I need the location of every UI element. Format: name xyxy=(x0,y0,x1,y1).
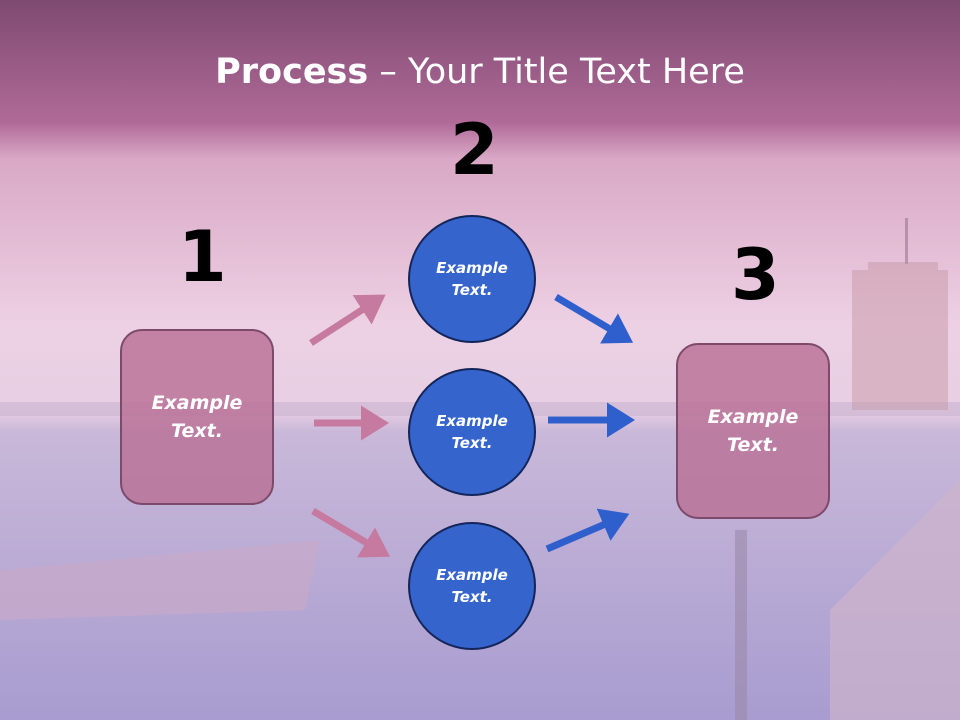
circle-bottom-line2: Text. xyxy=(451,588,493,606)
step-number-2: 2 xyxy=(450,109,499,191)
circle-middle-line2: Text. xyxy=(451,434,493,452)
step1-box-line2: Text. xyxy=(171,420,223,442)
circle-top-line1: Example xyxy=(436,258,508,277)
step2-circle-middle: Example Text. xyxy=(408,368,536,496)
circle-middle-line1: Example xyxy=(436,411,508,430)
title-rest: – Your Title Text Here xyxy=(368,52,745,92)
step-number-3: 3 xyxy=(731,234,780,316)
step2-circle-top: Example Text. xyxy=(408,215,536,343)
step3-box: Example Text. xyxy=(676,343,830,519)
slide-title: Process – Your Title Text Here xyxy=(0,52,960,92)
step-number-1: 1 xyxy=(178,216,227,298)
white-tower xyxy=(852,218,948,410)
circle-top-line2: Text. xyxy=(451,281,493,299)
step3-box-line2: Text. xyxy=(727,434,779,456)
step1-box-line1: Example xyxy=(151,391,243,414)
step1-box: Example Text. xyxy=(120,329,274,505)
title-bold: Process xyxy=(215,52,369,92)
boat xyxy=(0,540,320,620)
step2-circle-bottom: Example Text. xyxy=(408,522,536,650)
pier xyxy=(830,480,960,720)
circle-bottom-line1: Example xyxy=(436,565,508,584)
step3-box-line1: Example xyxy=(707,405,799,428)
